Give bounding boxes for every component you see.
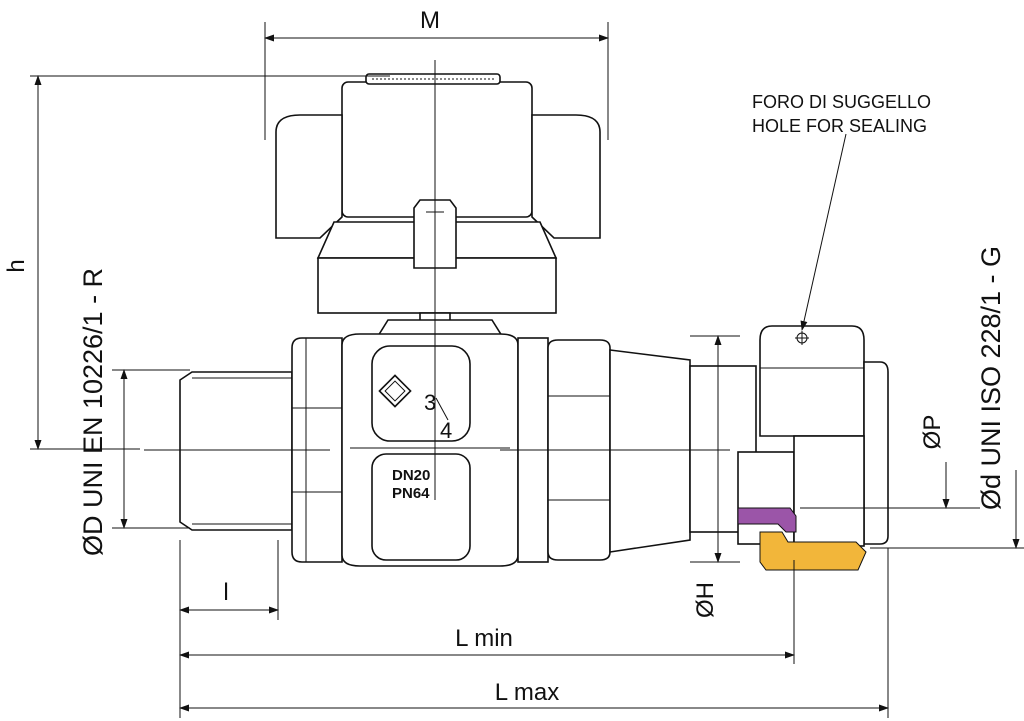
dimension-H <box>690 335 740 563</box>
dimension-M <box>264 22 609 140</box>
label-dia-H: ØH <box>692 582 719 618</box>
label-dia-P: ØP <box>919 415 946 450</box>
dimension-L-min <box>179 560 795 718</box>
tail-piece <box>609 349 795 553</box>
size-mark-main: 3 <box>424 390 436 415</box>
dimension-d <box>870 470 1024 549</box>
size-mark-sub: 4 <box>440 418 452 443</box>
male-thread-end <box>179 371 293 531</box>
dimension-P <box>800 462 980 509</box>
certification-logo <box>378 374 412 408</box>
dimension-l <box>179 540 279 620</box>
label-L-max: L max <box>495 679 559 706</box>
label-M: M <box>420 7 440 34</box>
seal-leader <box>800 133 847 331</box>
seal-label-line2: HOLE FOR SEALING <box>752 116 927 136</box>
gasket-purple <box>737 507 797 533</box>
dimension-L-max <box>179 548 889 718</box>
gasket-orange <box>759 531 867 571</box>
seal-label-line1: FORO DI SUGGELLO <box>752 92 931 112</box>
label-l: l <box>223 579 228 606</box>
butterfly-handle <box>275 73 601 314</box>
valve-body <box>341 333 519 567</box>
dimension-D <box>112 369 190 529</box>
orange-gasket <box>759 531 867 571</box>
pn-mark: PN64 <box>392 485 430 502</box>
union-nut <box>759 325 889 547</box>
label-h: h <box>3 259 30 272</box>
label-thread-right: Ød UNI ISO 228/1 - G <box>976 246 1006 510</box>
label-L-min: L min <box>455 625 513 652</box>
dn-mark: DN20 <box>392 467 430 484</box>
purple-gasket <box>737 507 797 533</box>
label-thread-left: ØD UNI EN 10226/1 - R <box>78 268 108 556</box>
